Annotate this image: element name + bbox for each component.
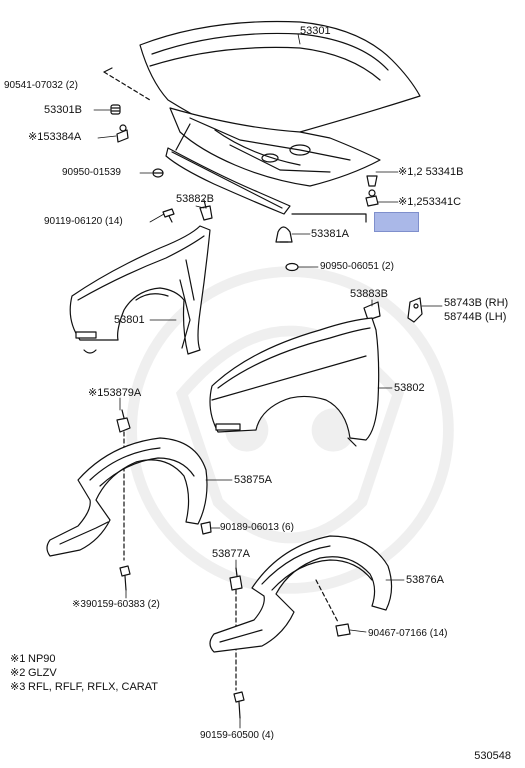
legend-text: NP90 xyxy=(28,653,56,665)
label-fender-rh[interactable]: 53801 xyxy=(114,314,145,326)
screw-rh-part[interactable] xyxy=(119,565,131,591)
hood-bumper-part[interactable] xyxy=(110,104,121,115)
liner-clip-b-part[interactable] xyxy=(229,567,243,591)
legend-mark: ※1 xyxy=(10,653,26,665)
support-rod-leader xyxy=(103,71,151,101)
label-insulator-b[interactable]: ※1,253341C xyxy=(398,196,462,208)
leader-lines xyxy=(93,33,443,729)
label-fender-lh[interactable]: 53802 xyxy=(394,382,425,394)
label-hood-support-rod[interactable]: 90541-07032 (2) xyxy=(4,80,78,91)
label-hood-seal[interactable]: 53882B xyxy=(176,193,214,205)
liner-clip-part[interactable] xyxy=(116,409,131,433)
label-liner-rh[interactable]: 53875A xyxy=(234,474,272,486)
clip-lh-part[interactable] xyxy=(335,623,351,637)
label-hood-bumper[interactable]: 53301B xyxy=(44,104,82,116)
legend-text: RFL, RFLF, RFLX, CARAT xyxy=(28,681,158,693)
retainer-leader xyxy=(291,213,367,223)
fender-rh-panel[interactable] xyxy=(69,225,211,355)
diagram-code: 530548 xyxy=(474,750,511,762)
label-liner-clip-b[interactable]: 53877A xyxy=(212,548,250,560)
grommet-right-part[interactable] xyxy=(285,262,299,272)
mudguard-part[interactable] xyxy=(407,297,423,323)
highlighted-part-marker[interactable] xyxy=(374,212,419,232)
label-bolt-fender[interactable]: 90119-06120 (14) xyxy=(44,216,123,227)
label-clip-liner[interactable]: 90189-06013 (6) xyxy=(220,522,294,533)
label-screw-lh[interactable]: 90159-60500 (4) xyxy=(200,730,274,741)
grommet-left-part[interactable] xyxy=(152,168,164,178)
liner-clip-rh[interactable] xyxy=(200,521,212,535)
clip-lh-leader xyxy=(315,579,339,623)
insulator-clip-b[interactable] xyxy=(365,189,379,207)
hood-seal-clip[interactable] xyxy=(199,199,213,221)
screw-lh-part[interactable] xyxy=(233,691,245,719)
fender-seal-b-part[interactable] xyxy=(363,301,381,321)
label-hood-cushion[interactable]: ※153384A xyxy=(28,131,82,143)
legend-mark: ※3 xyxy=(10,681,26,693)
legend-mark: ※2 xyxy=(10,667,26,679)
insulator-clip-a[interactable] xyxy=(366,175,378,187)
label-fender-seal-b[interactable]: 53883B xyxy=(350,288,388,300)
label-clip-lh[interactable]: 90467-07166 (14) xyxy=(368,628,448,639)
label-retainer[interactable]: 53381A xyxy=(311,228,349,240)
label-grommet-left[interactable]: 90950-01539 xyxy=(62,167,121,178)
label-insulator-a[interactable]: ※1,2 53341B xyxy=(398,166,464,178)
label-grommet-right[interactable]: 90950-06051 (2) xyxy=(320,261,394,272)
fender-lh-panel[interactable] xyxy=(209,317,380,447)
fender-liner-lh[interactable] xyxy=(209,535,393,653)
label-liner-clip[interactable]: ※153879A xyxy=(88,387,142,399)
hood-cushion-part[interactable] xyxy=(116,124,129,143)
label-screw-rh[interactable]: ※390159-60383 (2) xyxy=(72,599,160,610)
legend-text: GLZV xyxy=(28,667,57,679)
label-mudguard-lh[interactable]: 58744B (LH) xyxy=(444,311,507,323)
hood-seal-strip[interactable] xyxy=(165,147,291,215)
bolt-fender-part[interactable] xyxy=(162,208,175,223)
label-liner-lh[interactable]: 53876A xyxy=(406,574,444,586)
label-hood[interactable]: 53301 xyxy=(300,25,331,37)
hood-inner-frame[interactable] xyxy=(169,107,381,187)
retainer-part[interactable] xyxy=(275,226,293,243)
label-mudguard-rh[interactable]: 58743B (RH) xyxy=(444,297,509,309)
fender-liner-rh[interactable] xyxy=(46,437,208,557)
watermark-emblem-icon xyxy=(126,266,454,594)
